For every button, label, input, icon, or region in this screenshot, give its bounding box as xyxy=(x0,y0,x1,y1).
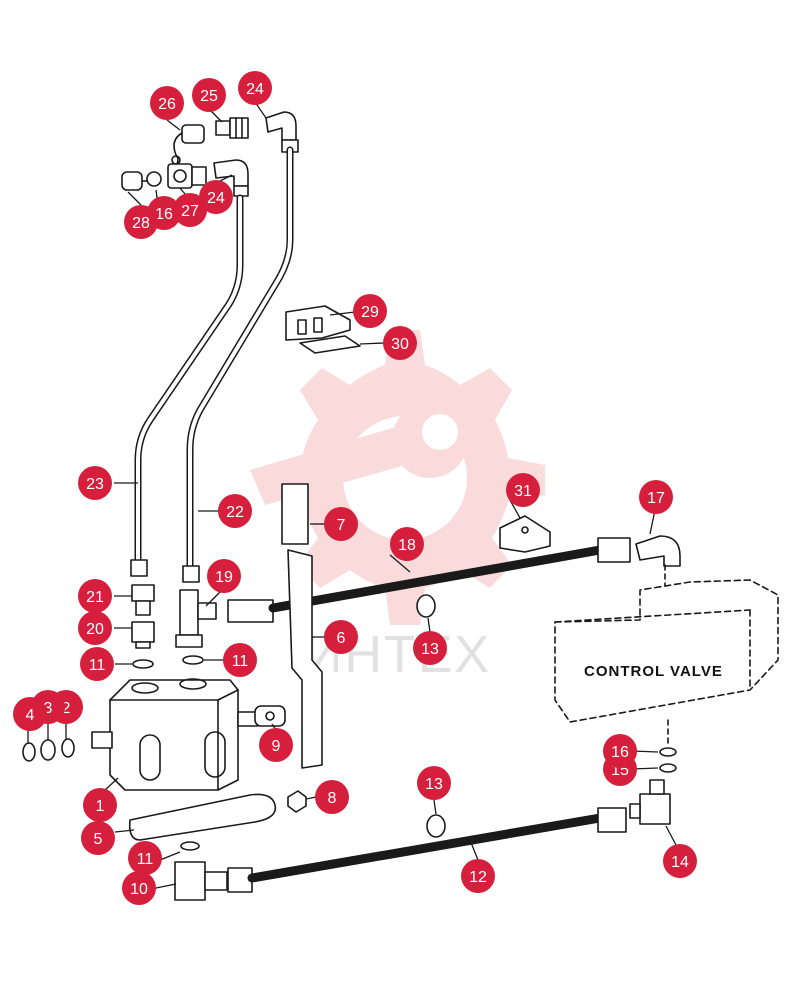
callout-19: 19 xyxy=(207,559,241,593)
callout-8: 8 xyxy=(315,780,349,814)
washer-3 xyxy=(40,739,56,761)
svg-text:9: 9 xyxy=(272,738,281,755)
svg-text:14: 14 xyxy=(671,854,689,871)
svg-text:26: 26 xyxy=(158,96,176,113)
adapter-20 xyxy=(131,621,155,649)
svg-text:7: 7 xyxy=(337,517,346,534)
callout-24-top: 24 xyxy=(238,71,272,105)
cap-with-chain xyxy=(171,124,205,166)
spacer-block-7 xyxy=(281,483,309,545)
svg-text:24: 24 xyxy=(246,81,264,98)
svg-text:20: 20 xyxy=(86,621,104,638)
callout-20: 20 xyxy=(78,611,112,645)
svg-text:21: 21 xyxy=(86,589,104,606)
control-link-6 xyxy=(287,549,323,769)
callout-26: 26 xyxy=(150,86,184,120)
connector-21 xyxy=(131,584,155,616)
svg-text:1: 1 xyxy=(96,798,105,815)
svg-text:11: 11 xyxy=(137,851,154,868)
svg-text:12: 12 xyxy=(469,869,487,886)
callout-18: 18 xyxy=(390,527,424,561)
callout-17: 17 xyxy=(639,480,673,514)
svg-text:31: 31 xyxy=(514,483,532,500)
svg-text:6: 6 xyxy=(337,630,346,647)
callout-30: 30 xyxy=(383,326,417,360)
svg-text:5: 5 xyxy=(94,831,103,848)
callout-11-top-right: 11 xyxy=(223,643,257,677)
callout-13-lower: 13 xyxy=(417,766,451,800)
tee-fitting-19 xyxy=(175,589,217,648)
breather-plug xyxy=(121,171,151,191)
svg-text:16: 16 xyxy=(155,206,173,223)
svg-text:22: 22 xyxy=(226,504,244,521)
control-valve-label: CONTROL VALVE xyxy=(584,663,723,680)
svg-text:17: 17 xyxy=(647,490,665,507)
svg-text:2: 2 xyxy=(62,700,71,717)
callout-9: 9 xyxy=(259,728,293,762)
callout-16-valve: 16 xyxy=(603,734,637,768)
svg-text:13: 13 xyxy=(421,641,439,658)
svg-text:16: 16 xyxy=(611,744,629,761)
callout-11-top-left: 11 xyxy=(80,647,114,681)
callout-31: 31 xyxy=(506,473,540,507)
callout-27: 27 xyxy=(173,193,207,227)
callout-11-bottom: 11 xyxy=(128,841,162,875)
callout-22: 22 xyxy=(218,494,252,528)
valve-body xyxy=(91,678,259,791)
svg-text:28: 28 xyxy=(132,215,150,232)
seal-2 xyxy=(61,738,75,758)
svg-text:25: 25 xyxy=(200,88,218,105)
svg-text:23: 23 xyxy=(86,476,104,493)
svg-text:8: 8 xyxy=(328,790,337,807)
callout-5: 5 xyxy=(81,821,115,855)
callout-1: 1 xyxy=(83,788,117,822)
callout-14: 14 xyxy=(663,844,697,878)
plug-fitting xyxy=(215,117,249,139)
elbow-fitting-second xyxy=(213,159,249,197)
callout-23: 23 xyxy=(78,466,112,500)
adapter-fitting xyxy=(167,163,207,189)
callout-12: 12 xyxy=(461,859,495,893)
callout-10: 10 xyxy=(122,871,156,905)
svg-text:3: 3 xyxy=(44,700,53,717)
svg-text:13: 13 xyxy=(425,776,443,793)
callout-28: 28 xyxy=(124,205,158,239)
callout-13-upper: 13 xyxy=(413,631,447,665)
elbow-fitting-14 xyxy=(629,779,671,825)
svg-text:30: 30 xyxy=(391,336,409,353)
svg-text:18: 18 xyxy=(398,537,416,554)
elbow-fitting-17 xyxy=(635,535,681,567)
hose-12 xyxy=(227,807,627,893)
washer-16 xyxy=(146,171,162,187)
svg-text:29: 29 xyxy=(361,304,379,321)
control-valve-box xyxy=(554,564,779,746)
bracket-31 xyxy=(499,515,551,553)
bracket-plate-5 xyxy=(128,793,277,841)
svg-text:11: 11 xyxy=(232,653,249,670)
hose-18 xyxy=(227,537,631,623)
callout-4: 4 xyxy=(13,697,47,731)
callouts: 1 2 3 4 5 6 7 8 9 10 11 11 11 12 13 13 1… xyxy=(13,71,697,905)
svg-text:27: 27 xyxy=(181,203,199,220)
svg-text:19: 19 xyxy=(215,569,233,586)
callout-24-second: 24 xyxy=(199,180,233,214)
elbow-fitting-top xyxy=(265,111,299,153)
washer-4 xyxy=(22,742,36,762)
callout-29: 29 xyxy=(353,294,387,328)
callout-21: 21 xyxy=(78,579,112,613)
elbow-fitting-10 xyxy=(174,861,228,901)
watermark-logo-icon xyxy=(250,330,545,625)
callout-25: 25 xyxy=(192,78,226,112)
svg-text:24: 24 xyxy=(207,190,225,207)
svg-text:11: 11 xyxy=(89,657,106,674)
callout-7: 7 xyxy=(324,507,358,541)
plate-30 xyxy=(299,335,361,354)
callout-6: 6 xyxy=(324,620,358,654)
bracket-29 xyxy=(285,305,351,341)
clevis-9 xyxy=(254,705,286,727)
svg-text:4: 4 xyxy=(26,707,35,724)
svg-text:10: 10 xyxy=(130,881,148,898)
